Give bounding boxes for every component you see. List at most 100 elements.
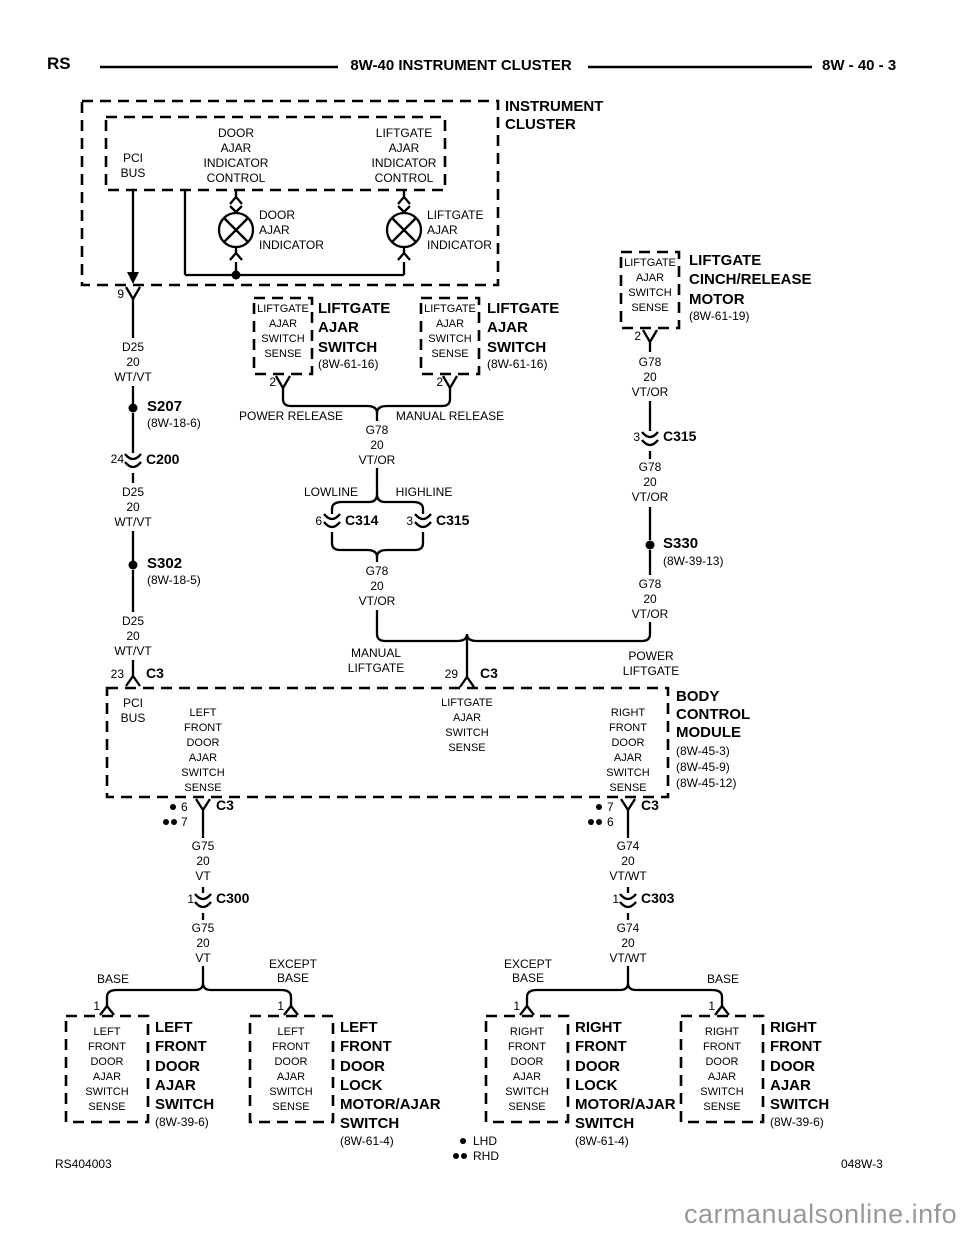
bcm-left-sense-label: LEFT FRONT DOOR AJAR SWITCH SENSE (181, 707, 225, 794)
manual-switch-pin2: 2 (436, 375, 443, 389)
right-base-split-brace (525, 966, 724, 998)
right-run-wiring (641, 329, 659, 575)
wire-g78-mid-2: G78 20 VT/OR (358, 564, 396, 608)
connector-c200-icon (124, 453, 142, 469)
liftgate-ajar-control-label: LIFTGATE AJAR INDICATOR CONTROL (371, 126, 437, 185)
left-run-wiring (124, 286, 142, 687)
splice-s302-label: S302 (147, 555, 183, 572)
base-branch-label-right: BASE (706, 972, 740, 986)
legend-rhd-label: RHD (473, 1149, 499, 1163)
pin23-c3-icon (125, 660, 141, 687)
cinch-pin2-icon (642, 329, 658, 352)
power-switch-ref: (8W-61-16) (318, 357, 379, 371)
left-front-door-ajar-switch-box (64, 1014, 150, 1124)
cinch-motor-ref: (8W-61-19) (689, 309, 750, 323)
legend-lhd-label: LHD (473, 1134, 498, 1148)
manual-release-switch-box (419, 296, 481, 376)
splice-s207-ref: (8W-18-6) (147, 416, 201, 430)
line-split-brace (330, 468, 425, 514)
liftgate-ajar-indicator-lamp-icon (385, 211, 423, 249)
device3-pin1: 1 (513, 999, 520, 1013)
liftgate-ajar-indicator-label: LIFTGATE AJAR INDICATOR (427, 208, 492, 252)
device1-ref: (8W-39-6) (155, 1115, 209, 1129)
bcm-left-c3-pin-icon (195, 798, 211, 838)
device2-sense-label: LEFT FRONT DOOR AJAR SWITCH SENSE (269, 1026, 313, 1113)
line-rejoin-brace (330, 532, 425, 562)
splice-s330-label: S330 (663, 535, 699, 552)
wire-g78-right-1: G78 20 VT/OR (631, 355, 669, 399)
cinch-motor-label: LIFTGATE CINCH/RELEASE MOTOR (689, 252, 812, 308)
device4-sense-label: RIGHT FRONT DOOR AJAR SWITCH SENSE (700, 1026, 744, 1113)
wire-g75-1: G75 20 VT (191, 839, 215, 883)
page-number: 8W - 40 - 3 (822, 57, 897, 74)
manual-switch-label: LIFTGATE AJAR SWITCH (487, 300, 560, 356)
splice-s207-label: S207 (147, 398, 183, 415)
except-base-branch-label-left: EXCEPT BASE (268, 957, 318, 985)
manual-switch-pin2-icon (442, 375, 458, 389)
middle-run-wiring (275, 375, 652, 688)
wire-g74-1: G74 20 VT/WT (609, 839, 647, 883)
cluster-inner-box (104, 115, 447, 192)
cinch-motor-sense-label: LIFTGATE AJAR SWITCH SENSE (624, 257, 676, 314)
pin-1-c303: 1 (612, 892, 619, 906)
watermark: carmanualsonline.info (684, 1199, 958, 1229)
bcm-right-pin-rhd: 6 (607, 815, 614, 829)
connector-c315-mid-icon (414, 513, 432, 529)
power-liftgate-branch-label: POWER LIFTGATE (622, 649, 680, 678)
pin-3-c315-mid: 3 (406, 514, 413, 528)
manual-liftgate-branch-label: MANUAL LIFTGATE (347, 646, 405, 675)
device3-ref: (8W-61-4) (575, 1134, 629, 1148)
manual-switch-sense-label: LIFTGATE AJAR SWITCH SENSE (424, 303, 476, 360)
wire-g78-mid-1: G78 20 VT/OR (358, 423, 396, 467)
pin-23: 23 (110, 667, 124, 681)
connector-c300-label: C300 (216, 890, 250, 906)
connector-c303-label: C303 (641, 890, 675, 906)
device4-label: RIGHT FRONT DOOR AJAR SWITCH (770, 1019, 830, 1114)
device3-pin1-icon (519, 997, 535, 1016)
power-switch-pin2-icon (275, 375, 291, 389)
pin-3-c315-right: 3 (633, 430, 640, 444)
device1-pin1: 1 (93, 999, 100, 1013)
lower-run-wiring (99, 798, 730, 1016)
wire-g78-right-2: G78 20 VT/OR (631, 460, 669, 504)
bcm-left-pin-lhd: 6 (181, 800, 188, 814)
wire-g74-2: G74 20 VT/WT (609, 921, 647, 965)
bcm-left-c3-label: C3 (216, 797, 234, 813)
device2-ref: (8W-61-4) (340, 1134, 394, 1148)
pin-24: 24 (110, 452, 124, 466)
bcm-label: BODY CONTROL MODULE (676, 688, 751, 741)
connector-c315-right-icon (641, 431, 659, 447)
junction-dot (231, 270, 241, 280)
device3-sense-label: RIGHT FRONT DOOR AJAR SWITCH SENSE (505, 1026, 549, 1113)
wire-g75-2: G75 20 VT (191, 921, 215, 965)
bcm-refs: (8W-45-3) (8W-45-9) (8W-45-12) (676, 744, 737, 790)
sheet-number: 048W-3 (841, 1157, 883, 1171)
splice-s302-ref: (8W-18-5) (147, 573, 201, 587)
wire-d25-1: D25 20 WT/VT (114, 340, 152, 384)
device4-ref: (8W-39-6) (770, 1115, 824, 1129)
document-number: RS404003 (55, 1157, 112, 1171)
device4-pin1: 1 (708, 999, 715, 1013)
device1-sense-label: LEFT FRONT DOOR AJAR SWITCH SENSE (85, 1026, 129, 1113)
bcm-right-sense-label: RIGHT FRONT DOOR AJAR SWITCH SENSE (606, 707, 650, 794)
highline-label: HIGHLINE (395, 485, 453, 499)
bcm-right-c3-label: C3 (641, 797, 659, 813)
pin-6-c314: 6 (315, 514, 322, 528)
lhd-rhd-markers (163, 804, 602, 1159)
bcm-liftgate-sense-label: LIFTGATE AJAR SWITCH SENSE (441, 697, 493, 754)
connector-c3-29-label: C3 (480, 665, 498, 681)
connector-c314-label: C314 (345, 512, 379, 528)
bcm-left-pin-rhd: 7 (181, 815, 188, 829)
lowline-label: LOWLINE (303, 485, 359, 499)
device2-pin1-icon (283, 997, 299, 1016)
bcm-pci-bus-label: PCI BUS (120, 696, 146, 725)
pin29-c3-icon (459, 676, 475, 688)
door-ajar-indicator-lamp-icon (217, 211, 255, 249)
connector-c300-icon (194, 893, 212, 909)
door-ajar-indicator-label: DOOR AJAR INDICATOR (259, 208, 324, 252)
device3-label: RIGHT FRONT DOOR LOCK MOTOR/AJAR SWITCH (575, 1019, 676, 1133)
splice-s302-dot (128, 560, 138, 570)
except-base-branch-label-right: EXCEPT BASE (503, 957, 553, 985)
right-front-door-ajar-switch-box (679, 1014, 765, 1124)
